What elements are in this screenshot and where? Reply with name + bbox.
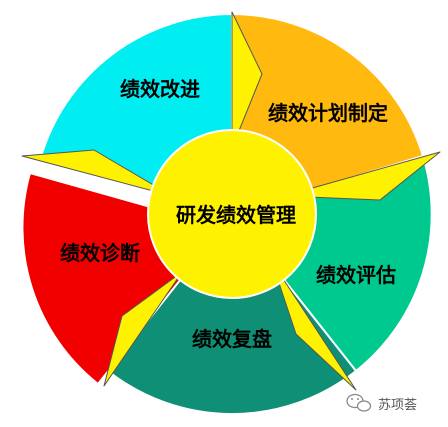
segment-review xyxy=(106,212,358,415)
watermark: 苏项荟 xyxy=(346,393,417,413)
label-improvement: 绩效改进 xyxy=(120,77,200,101)
arrow-eval-to-review xyxy=(271,261,357,391)
arrow-plan-to-eval xyxy=(283,151,441,201)
center-hub xyxy=(147,129,317,299)
arrow-review-to-diagnose xyxy=(103,271,183,387)
wechat-icon xyxy=(346,393,372,412)
center-label: 研发绩效管理 xyxy=(176,203,296,227)
arrow-diagnose-to-improve xyxy=(21,149,173,197)
arrow-improve-to-plan xyxy=(231,11,263,149)
watermark-text: 苏项荟 xyxy=(378,397,417,413)
label-review: 绩效复盘 xyxy=(192,327,272,351)
label-diagnosis: 绩效诊断 xyxy=(60,241,140,265)
label-evaluation: 绩效评估 xyxy=(316,263,396,287)
label-plan-setting: 绩效计划制定 xyxy=(268,101,388,125)
